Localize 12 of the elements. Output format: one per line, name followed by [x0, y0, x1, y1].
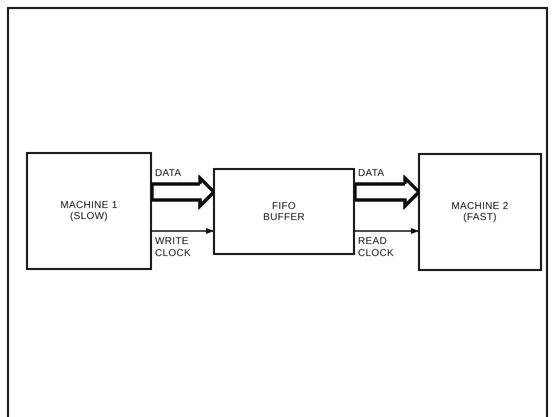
arrow [152, 228, 214, 234]
box-label: FIFO BUFFER [262, 200, 306, 222]
process-box [213, 168, 355, 255]
box-label: MACHINE 2 (FAST) [450, 201, 510, 223]
process-box [26, 152, 152, 270]
edge-label: DATA [155, 168, 182, 180]
edge-label: READ CLOCK [358, 236, 395, 260]
arrow [355, 228, 419, 234]
edge-label: WRITE CLOCK [155, 236, 192, 260]
box-label: MACHINE 1 (SLOW) [59, 200, 119, 222]
edge-label: DATA [358, 168, 386, 180]
process-box [418, 153, 542, 271]
